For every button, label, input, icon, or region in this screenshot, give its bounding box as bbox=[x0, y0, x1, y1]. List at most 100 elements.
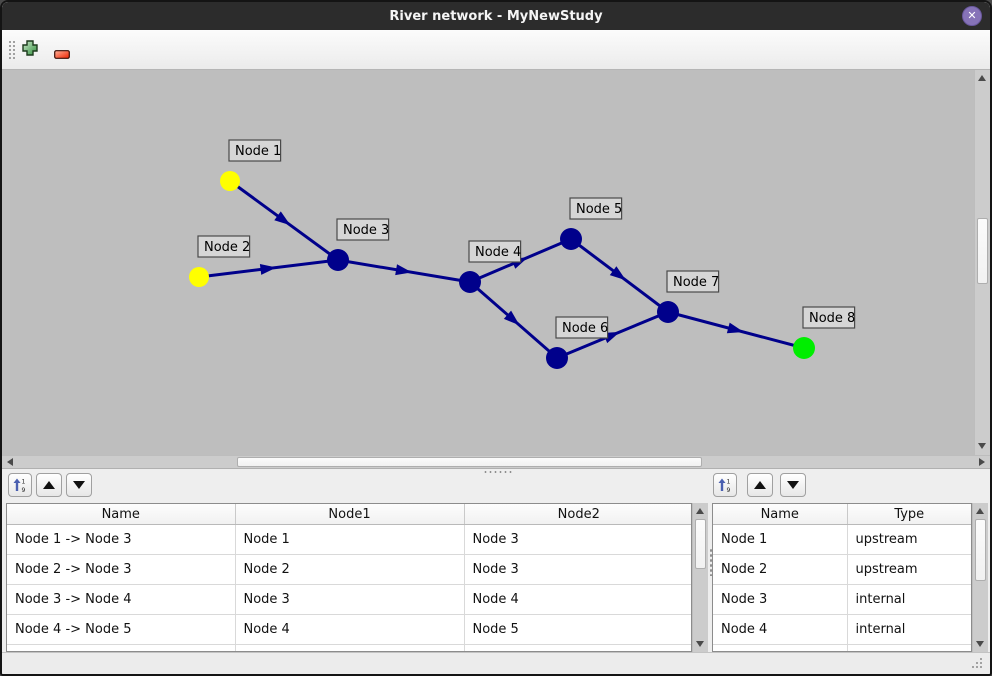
nodes-move-up-button[interactable] bbox=[747, 473, 773, 497]
scroll-up-arrow-icon[interactable] bbox=[974, 505, 986, 517]
remove-node-button[interactable] bbox=[54, 44, 70, 59]
canvas-vertical-scrollbar[interactable] bbox=[974, 70, 990, 455]
cell[interactable] bbox=[464, 644, 691, 651]
node-label: Node 4 bbox=[468, 240, 521, 263]
cell[interactable]: Node 3 -> Node 4 bbox=[7, 584, 236, 615]
node-label: Node 3 bbox=[336, 218, 390, 241]
close-icon[interactable]: ✕ bbox=[962, 6, 982, 26]
cell[interactable]: internal bbox=[847, 614, 971, 645]
node-circle[interactable] bbox=[560, 228, 582, 250]
cell[interactable]: Node 3 bbox=[713, 584, 848, 615]
node-circle[interactable] bbox=[793, 337, 815, 359]
reaches-move-down-button[interactable] bbox=[66, 473, 92, 497]
cell[interactable]: Node 3 bbox=[235, 584, 465, 615]
down-triangle-icon bbox=[73, 481, 85, 489]
cell[interactable]: Node 1 bbox=[713, 524, 848, 555]
node-label-box bbox=[336, 218, 390, 241]
column-header[interactable]: Type bbox=[847, 504, 971, 525]
reach-arrow-icon bbox=[259, 264, 277, 275]
scroll-up-arrow-icon[interactable] bbox=[694, 505, 706, 517]
cell[interactable]: internal bbox=[847, 584, 971, 615]
cell[interactable] bbox=[713, 644, 848, 651]
scroll-down-arrow-icon[interactable] bbox=[976, 440, 988, 452]
reaches-move-up-button[interactable] bbox=[36, 473, 62, 497]
cell[interactable] bbox=[847, 644, 971, 651]
cell[interactable]: Node 4 -> Node 5 bbox=[7, 614, 236, 645]
tables-splitter-handle[interactable] bbox=[709, 548, 713, 576]
splitter-handle[interactable] bbox=[483, 470, 513, 474]
toolbar-drag-handle[interactable] bbox=[8, 40, 15, 60]
node-label-text: Node 1 bbox=[235, 144, 281, 159]
node-label-box bbox=[197, 235, 251, 258]
cell[interactable] bbox=[7, 644, 236, 651]
node-circle[interactable] bbox=[220, 171, 240, 191]
status-bar bbox=[2, 652, 990, 674]
cell[interactable]: Node 1 bbox=[235, 524, 465, 555]
reaches-scroll-thumb[interactable] bbox=[695, 519, 706, 569]
cell[interactable]: Node 3 bbox=[464, 524, 691, 555]
resize-grip-icon[interactable] bbox=[972, 658, 974, 660]
node-circle[interactable] bbox=[189, 267, 209, 287]
reaches-table-scrollbar[interactable] bbox=[692, 503, 708, 652]
cell[interactable]: Node 4 bbox=[464, 584, 691, 615]
down-triangle-icon bbox=[787, 481, 799, 489]
cell[interactable]: Node 4 bbox=[235, 614, 465, 645]
column-header[interactable]: Node2 bbox=[464, 504, 691, 525]
scroll-down-arrow-icon[interactable] bbox=[694, 638, 706, 650]
up-triangle-icon bbox=[43, 481, 55, 489]
splitter-line bbox=[2, 468, 990, 469]
title-bar[interactable]: River network - MyNewStudy ✕ bbox=[2, 2, 990, 30]
cell[interactable]: Node 2 bbox=[713, 554, 848, 585]
up-triangle-icon bbox=[754, 481, 766, 489]
column-header[interactable]: Name bbox=[7, 504, 236, 525]
scroll-right-arrow-icon[interactable] bbox=[976, 456, 988, 468]
node-label-box bbox=[555, 316, 609, 339]
table-row[interactable] bbox=[713, 644, 971, 651]
node-circle[interactable] bbox=[327, 249, 349, 271]
canvas-horizontal-scrollbar[interactable] bbox=[2, 455, 990, 468]
cell[interactable]: Node 2 -> Node 3 bbox=[7, 554, 236, 585]
nodes-table-scrollbar[interactable] bbox=[972, 503, 988, 652]
node-circle[interactable] bbox=[459, 271, 481, 293]
column-header[interactable]: Name bbox=[713, 504, 848, 525]
cell[interactable]: Node 1 -> Node 3 bbox=[7, 524, 236, 555]
nodes-move-down-button[interactable] bbox=[780, 473, 806, 497]
sort-ascending-icon: 1 9 bbox=[718, 478, 731, 493]
scroll-left-arrow-icon[interactable] bbox=[4, 456, 16, 468]
table-row[interactable] bbox=[7, 644, 691, 651]
cell[interactable]: upstream bbox=[847, 524, 971, 555]
cell[interactable]: Node 2 bbox=[235, 554, 465, 585]
nodes-sort-button[interactable]: 1 9 bbox=[713, 473, 737, 497]
canvas-vscroll-thumb[interactable] bbox=[977, 218, 988, 284]
nodes-scroll-thumb[interactable] bbox=[975, 519, 986, 581]
cell[interactable]: Node 5 bbox=[464, 614, 691, 645]
svg-text:9: 9 bbox=[727, 487, 731, 493]
scroll-up-arrow-icon[interactable] bbox=[976, 72, 988, 84]
add-node-button[interactable] bbox=[22, 40, 38, 56]
node-circle[interactable] bbox=[546, 347, 568, 369]
node-label: Node 7 bbox=[666, 270, 719, 293]
canvas-hscroll-thumb[interactable] bbox=[237, 457, 702, 467]
column-header[interactable]: Node1 bbox=[235, 504, 465, 525]
cell[interactable] bbox=[235, 644, 465, 651]
cell[interactable]: Node 3 bbox=[464, 554, 691, 585]
reaches-sort-button[interactable]: 1 9 bbox=[8, 473, 32, 497]
node-label-box bbox=[802, 306, 856, 329]
scroll-down-arrow-icon[interactable] bbox=[974, 638, 986, 650]
cell[interactable]: Node 4 bbox=[713, 614, 848, 645]
cell[interactable]: upstream bbox=[847, 554, 971, 585]
node-circle[interactable] bbox=[657, 301, 679, 323]
